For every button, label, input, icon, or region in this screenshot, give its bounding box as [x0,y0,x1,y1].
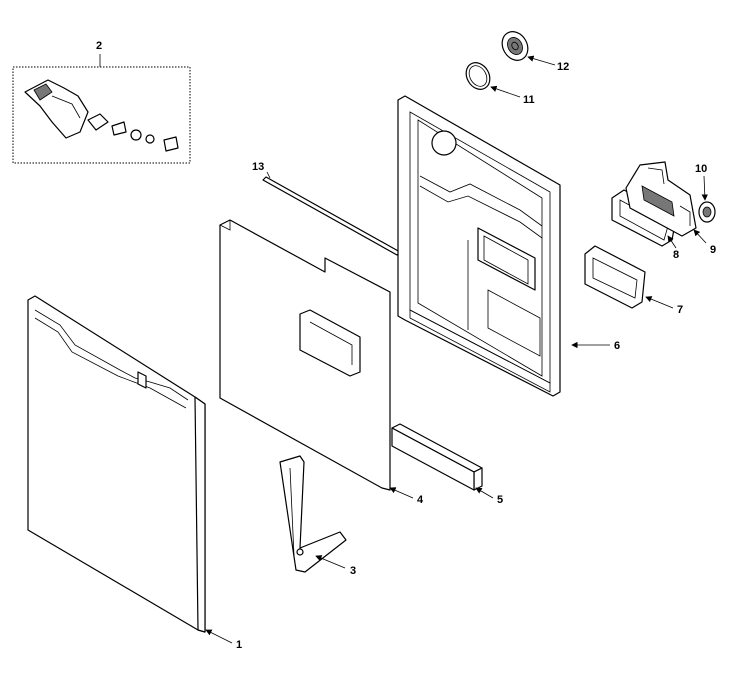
leader-lines [99,54,708,644]
callout-10: 10 [695,163,707,175]
part-1-outer-panel [27,295,206,633]
part-13-strip [262,176,401,256]
part-7-gasket [584,245,646,309]
callout-1: 1 [236,639,242,651]
callout-7: 7 [677,304,683,316]
callout-labels: 2 13 1 3 4 5 6 7 8 9 10 11 12 [96,40,716,651]
callout-4: 4 [417,494,424,506]
callout-6: 6 [614,340,620,352]
callout-9: 9 [710,244,716,256]
part-9-dispenser [625,161,697,237]
part-5-bottom-strip [391,423,483,491]
part-4-insulation-panel [219,219,391,491]
part-10-knob [698,201,716,223]
part-2-inset [12,66,191,164]
callout-8: 8 [673,249,679,261]
callout-11: 11 [523,94,535,106]
callout-12: 12 [557,61,569,73]
part-12-cap [501,31,529,61]
callout-13: 13 [252,161,264,173]
part-6-inner-liner [397,95,561,397]
part-3-bracket [279,455,347,573]
callout-3: 3 [350,565,356,577]
part-11-o-ring [465,62,491,90]
callout-2: 2 [96,40,102,52]
callout-5: 5 [497,494,503,506]
